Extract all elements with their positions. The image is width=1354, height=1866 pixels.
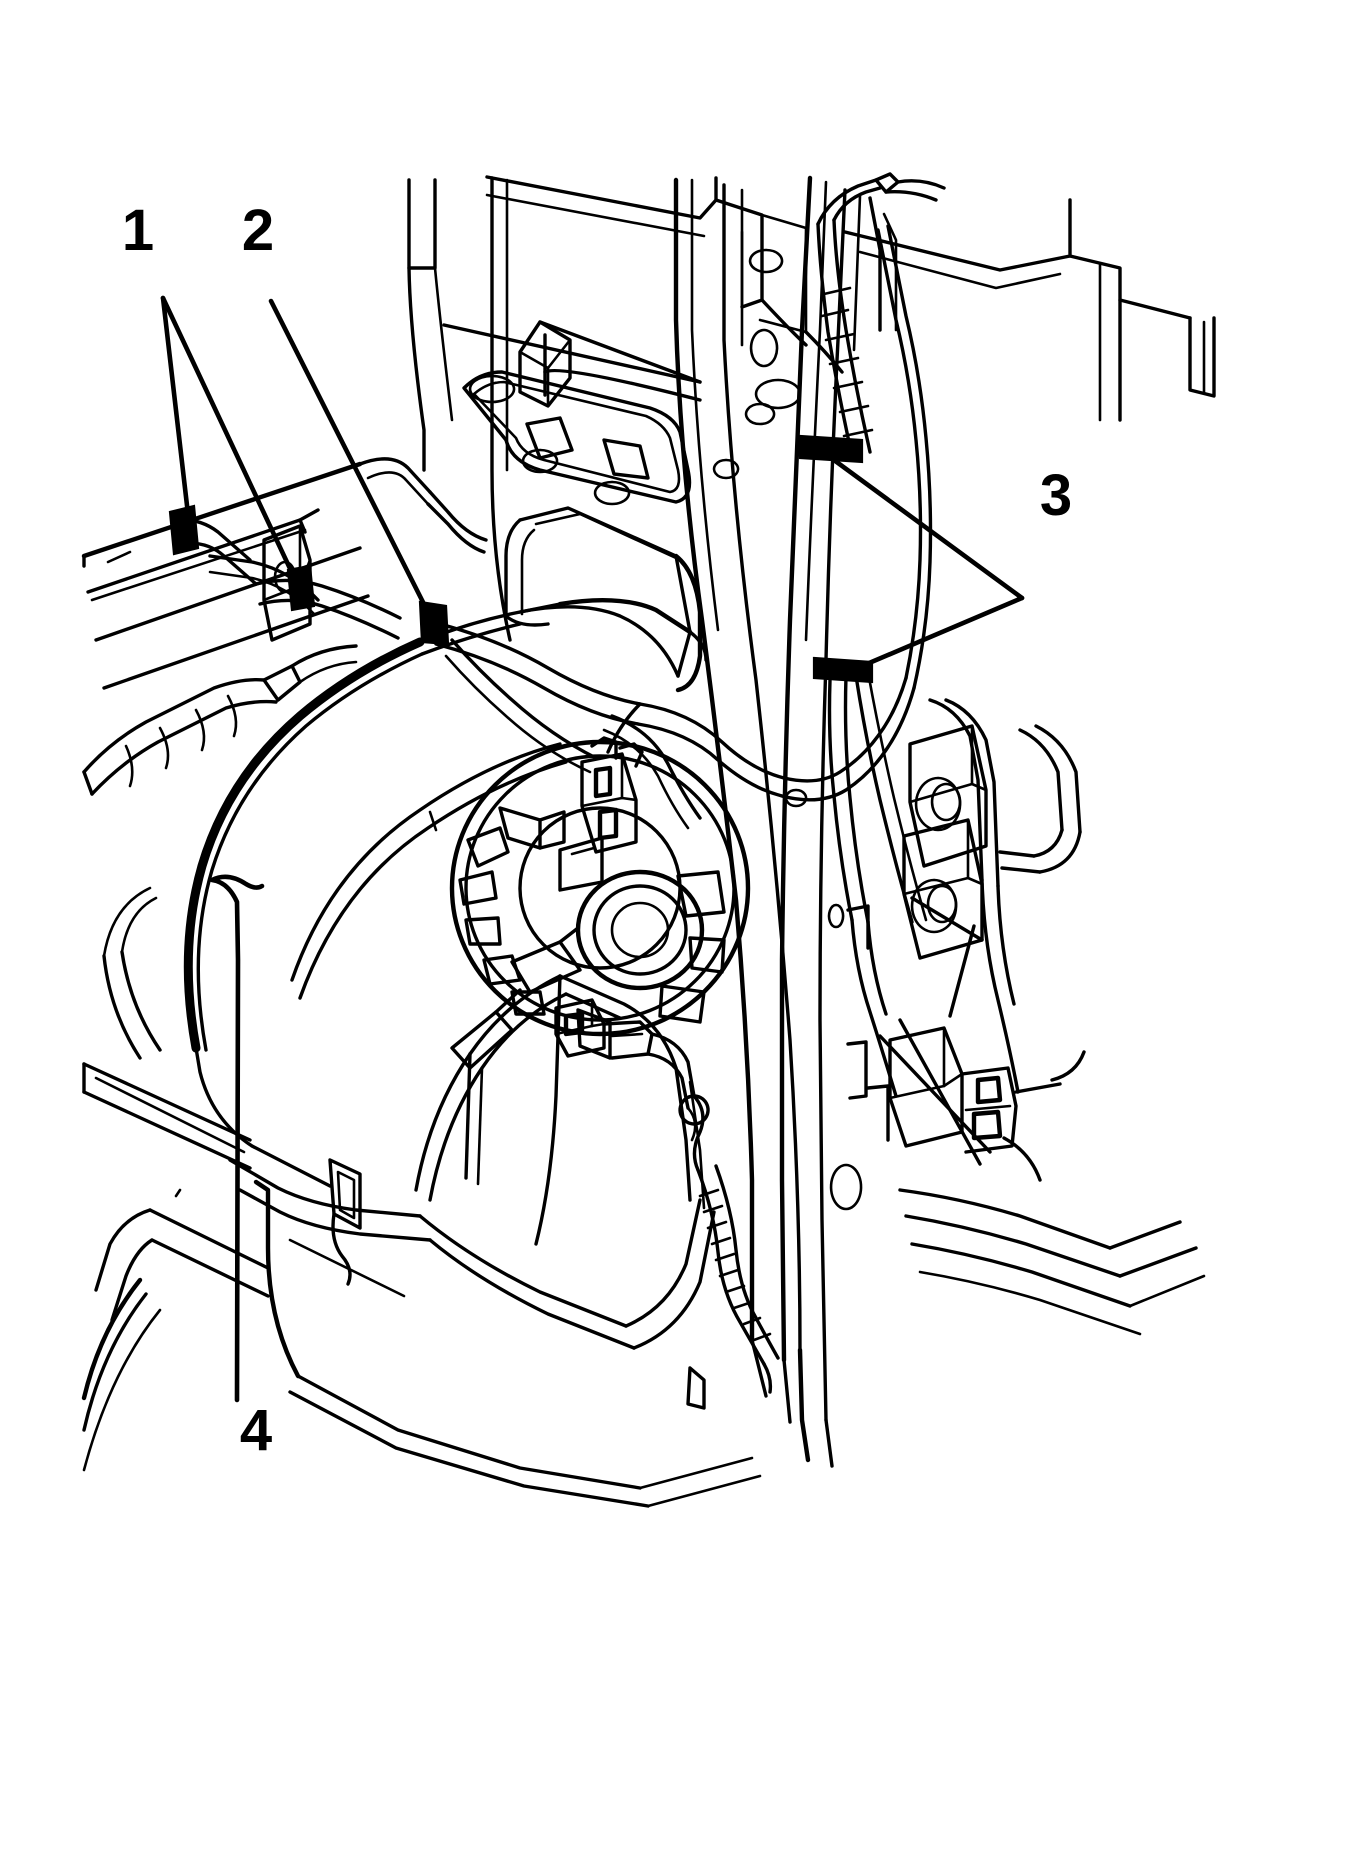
wiring-harness [174,218,933,924]
callout-2: 2 [242,198,435,623]
corrugated-conduit [816,172,946,438]
callout-4: 4 [209,874,272,1463]
callout-1: 1 [122,198,304,595]
harness-clip-left [168,504,200,556]
lower-right-panel [638,1338,834,1508]
blower-motor [449,739,751,1037]
coiled-wire [696,1164,780,1394]
harness-strap-upper [798,434,864,464]
cowl-rail [81,457,488,690]
callout-3-label: 3 [1040,463,1072,528]
callout-4-label: 4 [240,1398,272,1463]
callout-2-leader [268,298,435,623]
brake-lines [846,698,1206,1336]
callout-2-label: 2 [242,198,274,263]
callout-3-leader-a [820,449,1025,601]
callout-1-label: 1 [122,198,154,263]
callout-1-leader-a [160,295,194,543]
callout-3-leader-b [845,595,1025,675]
lower-connector [554,998,710,1172]
callout-4-leader [209,874,265,1403]
blower-motor-connector [580,736,644,854]
cable-assembly [82,644,358,796]
callout-1-leader-b [160,295,304,595]
hvac-module [81,506,708,1508]
harness-strap-lower [812,656,874,684]
air-duct [414,974,716,1350]
callout-3: 3 [820,449,1072,675]
